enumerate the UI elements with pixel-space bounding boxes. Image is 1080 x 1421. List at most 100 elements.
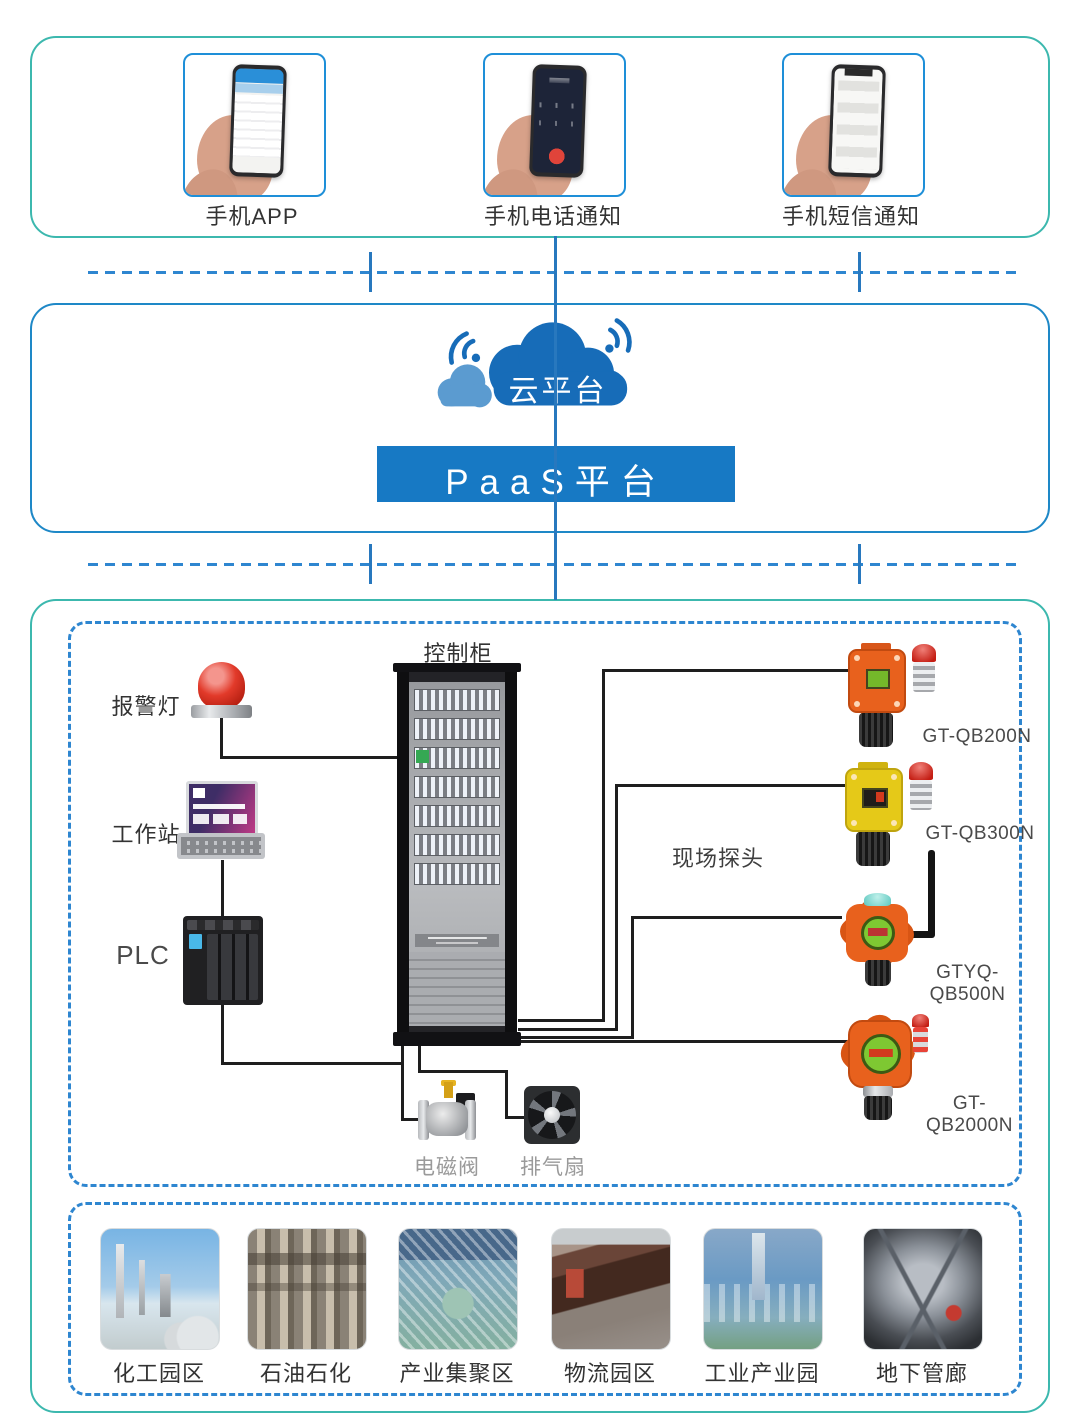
detector4-collar bbox=[863, 1086, 893, 1097]
detector2-sensor-head bbox=[856, 832, 890, 866]
cabinet-nameplate bbox=[415, 934, 499, 947]
module-row bbox=[414, 805, 500, 827]
site-photo-industry-cluster bbox=[398, 1228, 518, 1350]
detector4-model-label: GT-QB2000N bbox=[926, 1093, 1013, 1136]
detector2-beacon-dome bbox=[909, 762, 933, 780]
detector1-body bbox=[848, 649, 906, 713]
wire-det3-in bbox=[518, 1036, 634, 1039]
wire-fan-v1 bbox=[418, 1046, 421, 1073]
wire-valve-h bbox=[401, 1118, 422, 1121]
paas-platform-label: PaaS平台 bbox=[377, 454, 735, 505]
detector4-beacon-body bbox=[913, 1027, 928, 1053]
detector1-beacon-dome bbox=[912, 644, 936, 662]
wire-fan-h2 bbox=[505, 1116, 527, 1119]
detector4-sensor-head bbox=[864, 1096, 892, 1120]
wire-alarm-v bbox=[220, 718, 223, 759]
smartphone-icon bbox=[828, 64, 886, 178]
plc-display bbox=[189, 934, 202, 949]
detector3-antenna-elbow bbox=[900, 931, 934, 938]
device-dashed-box bbox=[68, 621, 1022, 1187]
wire-det3-v bbox=[631, 916, 634, 1039]
detector3-dome bbox=[864, 893, 891, 906]
alarm-beacon-base bbox=[191, 705, 252, 718]
wire-det1-h bbox=[602, 669, 848, 672]
wire-valve-v bbox=[401, 1046, 404, 1121]
module-row bbox=[414, 863, 500, 885]
detector2-beacon-body bbox=[910, 780, 932, 810]
cabinet-label: 控制柜 bbox=[423, 641, 493, 666]
site-photo-logistics-park bbox=[551, 1228, 671, 1350]
call-screen bbox=[532, 68, 584, 174]
cloud-platform-label: 云平台 bbox=[508, 375, 608, 408]
plc-drive-bays bbox=[207, 934, 258, 1000]
solenoid-valve-icon bbox=[418, 1080, 476, 1148]
wire-fan-h1 bbox=[418, 1070, 508, 1073]
wire-det1-in bbox=[518, 1019, 605, 1022]
wire-det2-in bbox=[518, 1028, 618, 1031]
site-label-chemical-park: 化工园区 bbox=[112, 1361, 205, 1386]
fan-label: 排气扇 bbox=[520, 1156, 586, 1179]
phone-call-card bbox=[483, 53, 626, 197]
module-row bbox=[414, 776, 500, 798]
alarm-beacon-icon bbox=[198, 662, 245, 709]
cabinet-lower-panels bbox=[409, 952, 505, 1026]
site-label-industry-cluster: 产业集聚区 bbox=[399, 1361, 515, 1386]
module-row bbox=[414, 747, 500, 769]
laptop-keyboard bbox=[177, 833, 265, 859]
cloud-icon bbox=[420, 314, 670, 426]
workstation-laptop-icon bbox=[177, 781, 265, 861]
site-photo-petrochemical bbox=[247, 1228, 367, 1350]
probes-label: 现场探头 bbox=[671, 846, 764, 871]
phone-sms-card bbox=[782, 53, 925, 197]
valve-label: 电磁阀 bbox=[414, 1156, 480, 1179]
connector-tick-right bbox=[858, 252, 861, 292]
wire-det1-v bbox=[602, 669, 605, 1022]
wire-fan-v2 bbox=[505, 1070, 508, 1119]
alarm-label: 报警灯 bbox=[111, 694, 181, 719]
wire-det4-h bbox=[518, 1040, 848, 1043]
detector2-model-label: GT-QB300N bbox=[925, 823, 1035, 844]
detector2-tab bbox=[858, 762, 888, 770]
site-label-petrochemical: 石油石化 bbox=[259, 1361, 352, 1386]
phone-app-label: 手机APP bbox=[205, 204, 299, 229]
wire-det2-h bbox=[615, 784, 846, 787]
wire-laptop-plc bbox=[221, 860, 224, 918]
plc-label: PLC bbox=[116, 940, 170, 970]
module-row bbox=[414, 834, 500, 856]
workstation-label: 工作站 bbox=[111, 822, 181, 847]
detector4-beacon-dome bbox=[912, 1014, 929, 1027]
sms-screen bbox=[831, 68, 883, 174]
cabinet-top-cap bbox=[393, 663, 521, 672]
connector-tick-left-2 bbox=[369, 544, 372, 584]
detector4-display bbox=[861, 1034, 901, 1074]
laptop-screen bbox=[186, 781, 258, 839]
exhaust-fan-icon bbox=[524, 1086, 580, 1144]
module-row bbox=[414, 718, 500, 740]
plc-device-icon bbox=[183, 916, 263, 1005]
wire-alarm-h bbox=[220, 756, 401, 759]
sites-dashed-box bbox=[68, 1202, 1022, 1396]
wire-plc-h bbox=[221, 1062, 404, 1065]
connector-tick-right-2 bbox=[858, 544, 861, 584]
smartphone-icon bbox=[529, 64, 587, 178]
smartphone-icon bbox=[229, 64, 287, 178]
detector1-beacon-body bbox=[913, 662, 935, 692]
phone-sms-label: 手机短信通知 bbox=[781, 204, 920, 229]
detector1-tab bbox=[861, 643, 891, 651]
site-photo-industrial-park bbox=[703, 1228, 823, 1350]
site-photo-underground-gallery bbox=[863, 1228, 983, 1350]
site-label-industrial-park: 工业产业园 bbox=[704, 1361, 820, 1386]
wire-plc-v bbox=[221, 1004, 224, 1065]
wire-det3-h bbox=[631, 916, 842, 919]
phone-call-label: 手机电话通知 bbox=[483, 204, 622, 229]
site-label-logistics-park: 物流园区 bbox=[563, 1361, 656, 1386]
module-row bbox=[414, 689, 500, 711]
detector1-model-label: GT-QB200N bbox=[922, 726, 1032, 747]
phone-app-card bbox=[183, 53, 326, 197]
detector1-sensor-head bbox=[859, 713, 893, 747]
detector3-model-label: GTYQ-QB500N bbox=[929, 962, 1006, 1005]
center-connector-line bbox=[554, 236, 557, 600]
cabinet-bottom-cap bbox=[393, 1032, 521, 1046]
connector-tick-left bbox=[369, 252, 372, 292]
